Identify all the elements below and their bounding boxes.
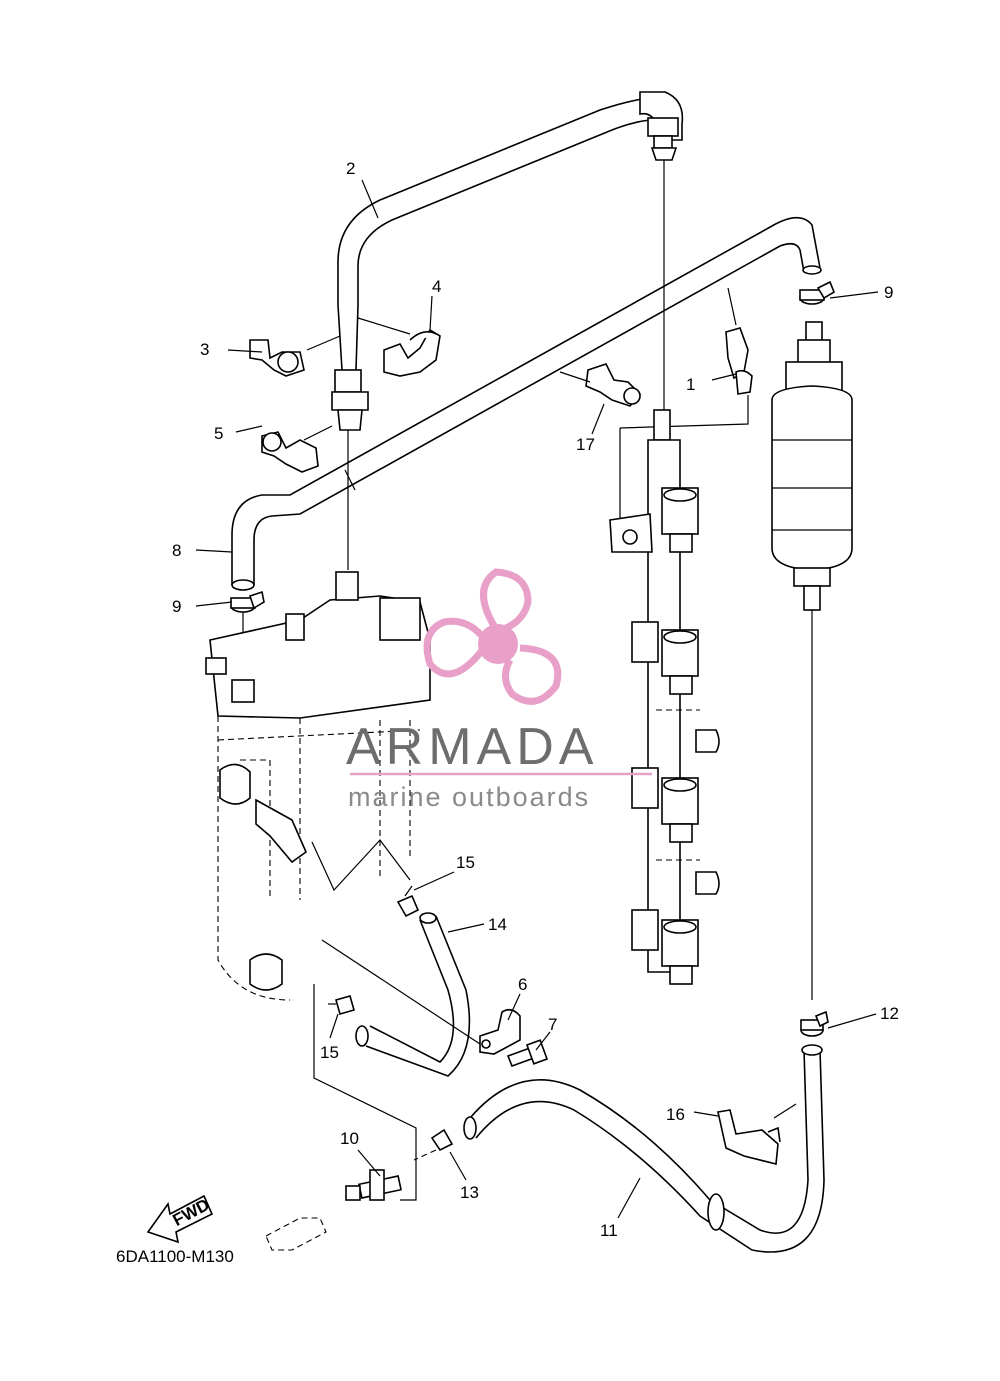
hose-14 xyxy=(355,912,471,1077)
callout-15a: 15 xyxy=(456,853,475,872)
callout-16: 16 xyxy=(666,1105,685,1124)
callout-labels: 1 2 3 4 5 6 7 8 9 9 10 11 12 13 14 15 15… xyxy=(172,159,899,1240)
watermark: ARMADA marine outboards xyxy=(346,568,652,812)
leader-lines xyxy=(195,179,879,1219)
clip-16 xyxy=(717,1109,781,1166)
diagram-code: 6DA1100-M130 xyxy=(116,1247,234,1266)
callout-2: 2 xyxy=(346,159,355,178)
callout-9a: 9 xyxy=(884,283,893,302)
injector-2 xyxy=(661,629,699,695)
injector-1 xyxy=(661,487,699,553)
propeller-logo-icon xyxy=(423,568,562,705)
fuel-pump xyxy=(771,321,853,1000)
hose-2 xyxy=(337,91,684,410)
joint-10 xyxy=(265,984,437,1251)
clamp-9-left xyxy=(230,590,265,660)
clamp-9-right xyxy=(799,280,835,305)
injector-4 xyxy=(661,919,699,985)
callout-10: 10 xyxy=(340,1129,359,1148)
clip-5 xyxy=(261,431,319,473)
fuel-rail xyxy=(609,395,749,985)
clip-17 xyxy=(585,363,642,407)
callout-4: 4 xyxy=(432,277,441,296)
watermark-tagline: marine outboards xyxy=(348,782,590,812)
clip-4 xyxy=(383,328,441,377)
callout-7: 7 xyxy=(548,1015,557,1034)
injector-3 xyxy=(661,777,699,843)
callout-15b: 15 xyxy=(320,1043,339,1062)
callout-1: 1 xyxy=(686,375,695,394)
callout-17: 17 xyxy=(576,435,595,454)
bracket-6 xyxy=(321,939,521,1055)
callout-11: 11 xyxy=(600,1221,618,1240)
clamp-15-lower xyxy=(328,995,355,1015)
clamp-15-upper xyxy=(396,885,420,918)
clip-3 xyxy=(249,339,305,377)
callout-13: 13 xyxy=(460,1183,479,1202)
fwd-arrow: FWD xyxy=(146,1194,214,1244)
clamp-12 xyxy=(800,1010,829,1037)
vent-connector xyxy=(331,304,369,570)
callout-3: 3 xyxy=(200,340,209,359)
callout-14: 14 xyxy=(488,915,507,934)
hose-11 xyxy=(463,1044,825,1253)
callout-8: 8 xyxy=(172,541,181,560)
callout-5: 5 xyxy=(214,424,223,443)
vapor-separator xyxy=(205,571,431,1001)
clamp-13 xyxy=(430,1128,454,1152)
callout-6: 6 xyxy=(518,975,527,994)
clip-1 xyxy=(725,287,753,395)
callout-9b: 9 xyxy=(172,597,181,616)
watermark-brand: ARMADA xyxy=(346,718,598,776)
callout-12: 12 xyxy=(880,1004,899,1023)
hose-8 xyxy=(231,216,822,591)
bolt-7 xyxy=(506,1039,549,1068)
